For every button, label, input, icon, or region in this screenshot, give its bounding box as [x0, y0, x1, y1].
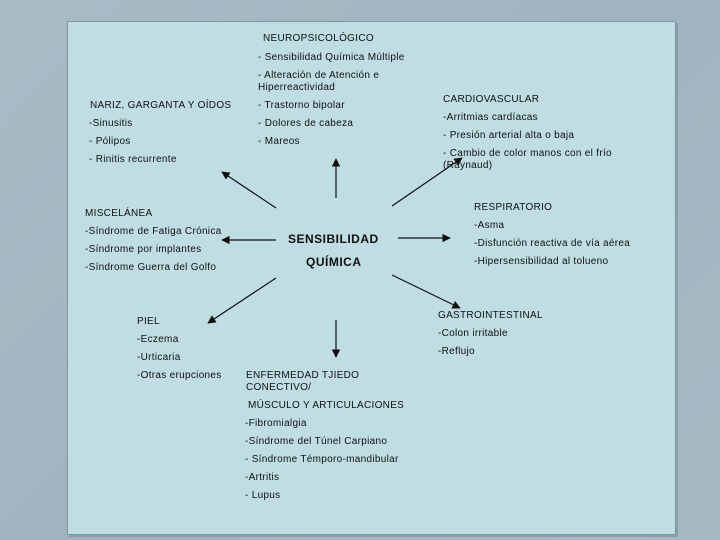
piel-item-1: -Urticaria [137, 352, 181, 363]
center-label-line2: QUÍMICA [306, 255, 362, 269]
respiratorio-item-0: -Asma [474, 220, 505, 231]
gastro-item-0: -Colon irritable [438, 328, 508, 339]
miscelanea-title: MISCELÁNEA [85, 208, 153, 219]
miscelanea-item-0: -Síndrome de Fatiga Crónica [85, 226, 222, 237]
gastro-title: GASTROINTESTINAL [438, 310, 543, 321]
tejido-item-2: - Síndrome Témporo-mandibular [245, 454, 399, 465]
cardio-title: CARDIOVASCULAR [443, 94, 540, 105]
tejido-item-3: -Artritis [245, 472, 280, 483]
cardio-item-1: - Presión arterial alta o baja [443, 130, 575, 141]
cardio-item-0: -Arritmias cardíacas [443, 112, 538, 123]
respiratorio-item-1: -Disfunción reactiva de vía aérea [474, 238, 631, 249]
center-label-line1: SENSIBILIDAD [288, 232, 379, 246]
tejido-item-1: -Síndrome del Túnel Carpiano [245, 436, 388, 447]
arrow-to-piel [207, 277, 277, 324]
miscelanea-item-2: -Síndrome Guerra del Golfo [85, 262, 217, 273]
gastro-item-1: -Reflujo [438, 346, 475, 357]
neuro-title: NEUROPSICOLÓGICO [263, 33, 374, 44]
neuro-item-1: - Alteración de Atención e Hiperreactivi… [258, 70, 380, 93]
neuro-item-0: - Sensibilidad Química Múltiple [258, 52, 405, 63]
arrow-to-gastro [391, 274, 461, 309]
respiratorio-item-2: -Hipersensibilidad al tolueno [474, 256, 609, 267]
nariz-item-2: - Rinitis recurrente [89, 154, 177, 165]
diagram-panel [67, 21, 676, 535]
nariz-item-0: -Sinusitis [89, 118, 133, 129]
cardio-item-2: - Cambio de color manos con el frío (Ray… [443, 148, 612, 171]
respiratorio-title: RESPIRATORIO [474, 202, 553, 213]
tejido-item-4: - Lupus [245, 490, 281, 501]
tejido-title-line2: MÚSCULO Y ARTICULACIONES [248, 400, 405, 411]
piel-item-0: -Eczema [137, 334, 179, 345]
piel-item-2: -Otras erupciones [137, 370, 222, 381]
tejido-title-line1: ENFERMEDAD TJIEDO CONECTIVO/ [246, 370, 360, 393]
nariz-title: NARIZ, GARGANTA Y OÍDOS [90, 100, 232, 111]
arrow-to-nariz [221, 171, 277, 209]
tejido-item-0: -Fibromialgia [245, 418, 307, 429]
neuro-item-4: - Mareos [258, 136, 300, 147]
arrow-to-cardio [391, 157, 463, 207]
neuro-item-3: - Dolores de cabeza [258, 118, 354, 129]
miscelanea-item-1: -Síndrome por implantes [85, 244, 202, 255]
nariz-item-1: - Pólipos [89, 136, 131, 147]
piel-title: PIEL [137, 316, 160, 327]
neuro-item-2: - Trastorno bipolar [258, 100, 345, 111]
